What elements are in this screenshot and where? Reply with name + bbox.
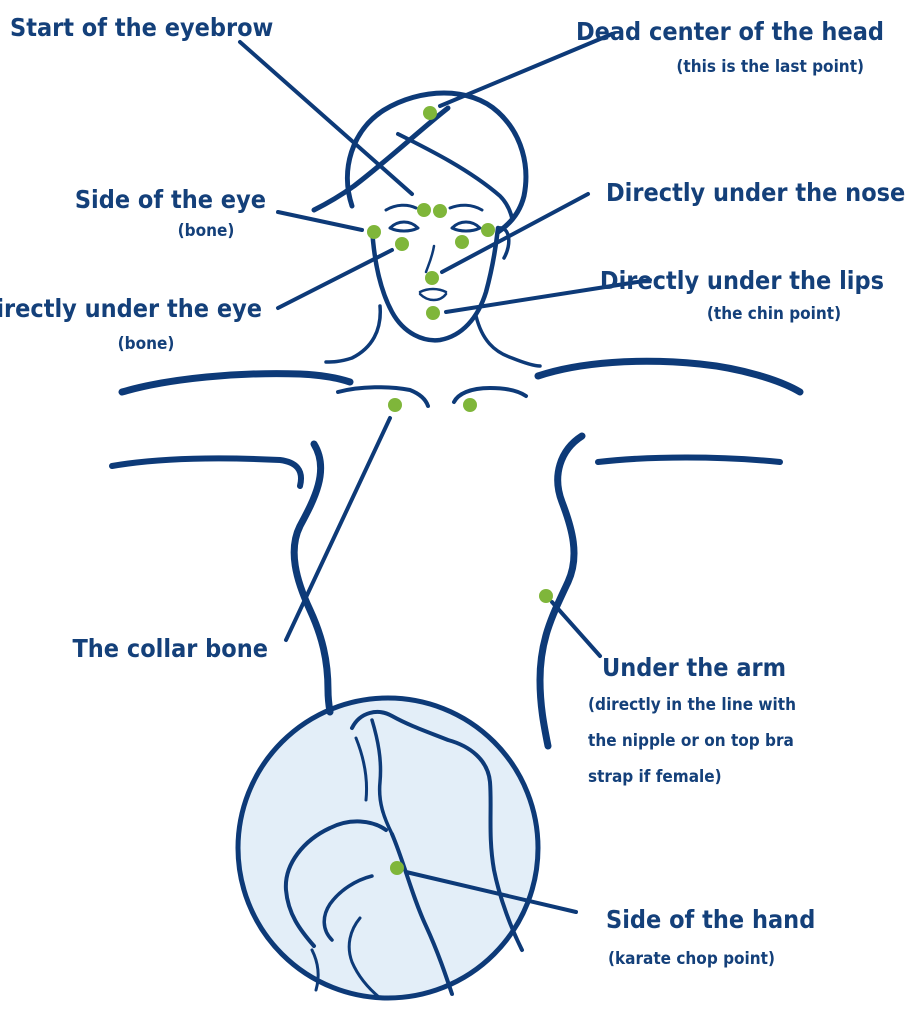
- label-under-eye-sub: (bone): [118, 334, 175, 354]
- leader-under-eye: [278, 250, 392, 308]
- label-side-hand-sub: (karate chop point): [608, 949, 775, 969]
- label-under-arm-sub3: strap if female): [588, 767, 722, 787]
- left-collarbone: [338, 387, 428, 406]
- left-eye: [390, 222, 418, 231]
- point-under-arm: [539, 589, 553, 603]
- label-under-eye: Directly under the eye: [0, 294, 262, 323]
- label-collar-bone: The collar bone: [72, 634, 268, 663]
- point-under-eye-left: [395, 237, 409, 251]
- label-side-eye-sub: (bone): [178, 221, 235, 241]
- point-chin: [426, 306, 440, 320]
- label-dead-center-sub: (this is the last point): [676, 57, 864, 77]
- neck-right: [476, 316, 540, 366]
- right-collarbone: [454, 388, 526, 402]
- label-under-lips: Directly under the lips: [600, 266, 884, 295]
- leader-side-eye: [278, 212, 362, 230]
- left-arm-top: [122, 374, 350, 392]
- nose: [426, 246, 434, 272]
- right-arm-underside: [598, 458, 780, 463]
- point-collarbone-left: [388, 398, 402, 412]
- point-eyebrow-right: [433, 204, 447, 218]
- point-collarbone-right: [463, 398, 477, 412]
- lower-lip: [420, 294, 446, 300]
- point-side-eye-left: [367, 225, 381, 239]
- hand-inset: [238, 698, 538, 998]
- point-under-nose: [425, 271, 439, 285]
- label-under-arm-sub2: the nipple or on top bra: [588, 731, 794, 751]
- leader-start-eyebrow: [240, 42, 412, 194]
- label-side-hand: Side of the hand: [606, 905, 815, 934]
- point-side-eye-right: [481, 223, 495, 237]
- point-side-hand: [390, 861, 404, 875]
- label-dead-center: Dead center of the head: [576, 17, 884, 46]
- point-eyebrow-left: [417, 203, 431, 217]
- right-arm-top: [538, 361, 800, 392]
- label-under-arm: Under the arm: [602, 653, 786, 682]
- right-eyebrow: [450, 205, 482, 210]
- leader-under-arm: [552, 602, 600, 656]
- label-side-eye: Side of the eye: [75, 185, 266, 214]
- left-eyebrow: [386, 205, 416, 210]
- upper-lip: [420, 289, 446, 292]
- point-dead-center: [423, 106, 437, 120]
- point-under-eye-right: [455, 235, 469, 249]
- label-start-eyebrow: Start of the eyebrow: [10, 13, 273, 42]
- label-under-lips-sub: (the chin point): [707, 304, 841, 324]
- right-eye: [452, 222, 480, 231]
- label-under-nose: Directly under the nose: [606, 178, 905, 207]
- neck-left: [326, 306, 380, 362]
- label-under-arm-sub1: (directly in the line with: [588, 695, 796, 715]
- left-arm-underside: [112, 458, 301, 486]
